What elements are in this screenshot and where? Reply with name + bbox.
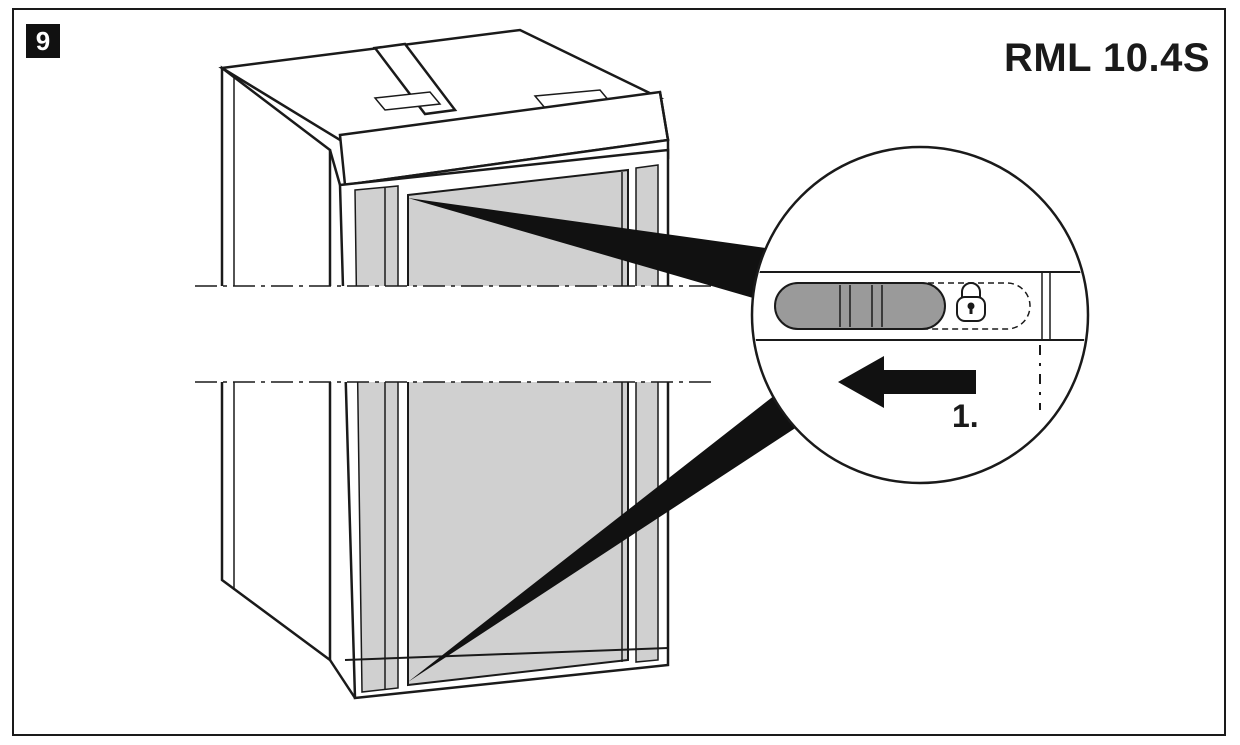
break-band bbox=[195, 285, 715, 383]
instruction-step-label: 1. bbox=[952, 398, 979, 434]
figure-border bbox=[12, 8, 1226, 736]
lock-slider bbox=[774, 282, 946, 330]
model-title: RML 10.4S bbox=[1003, 36, 1210, 80]
step-number-badge: 9 bbox=[26, 24, 60, 58]
padlock-icon bbox=[956, 282, 986, 322]
callout-pointers bbox=[408, 198, 800, 682]
arrow-left-icon bbox=[838, 356, 976, 408]
